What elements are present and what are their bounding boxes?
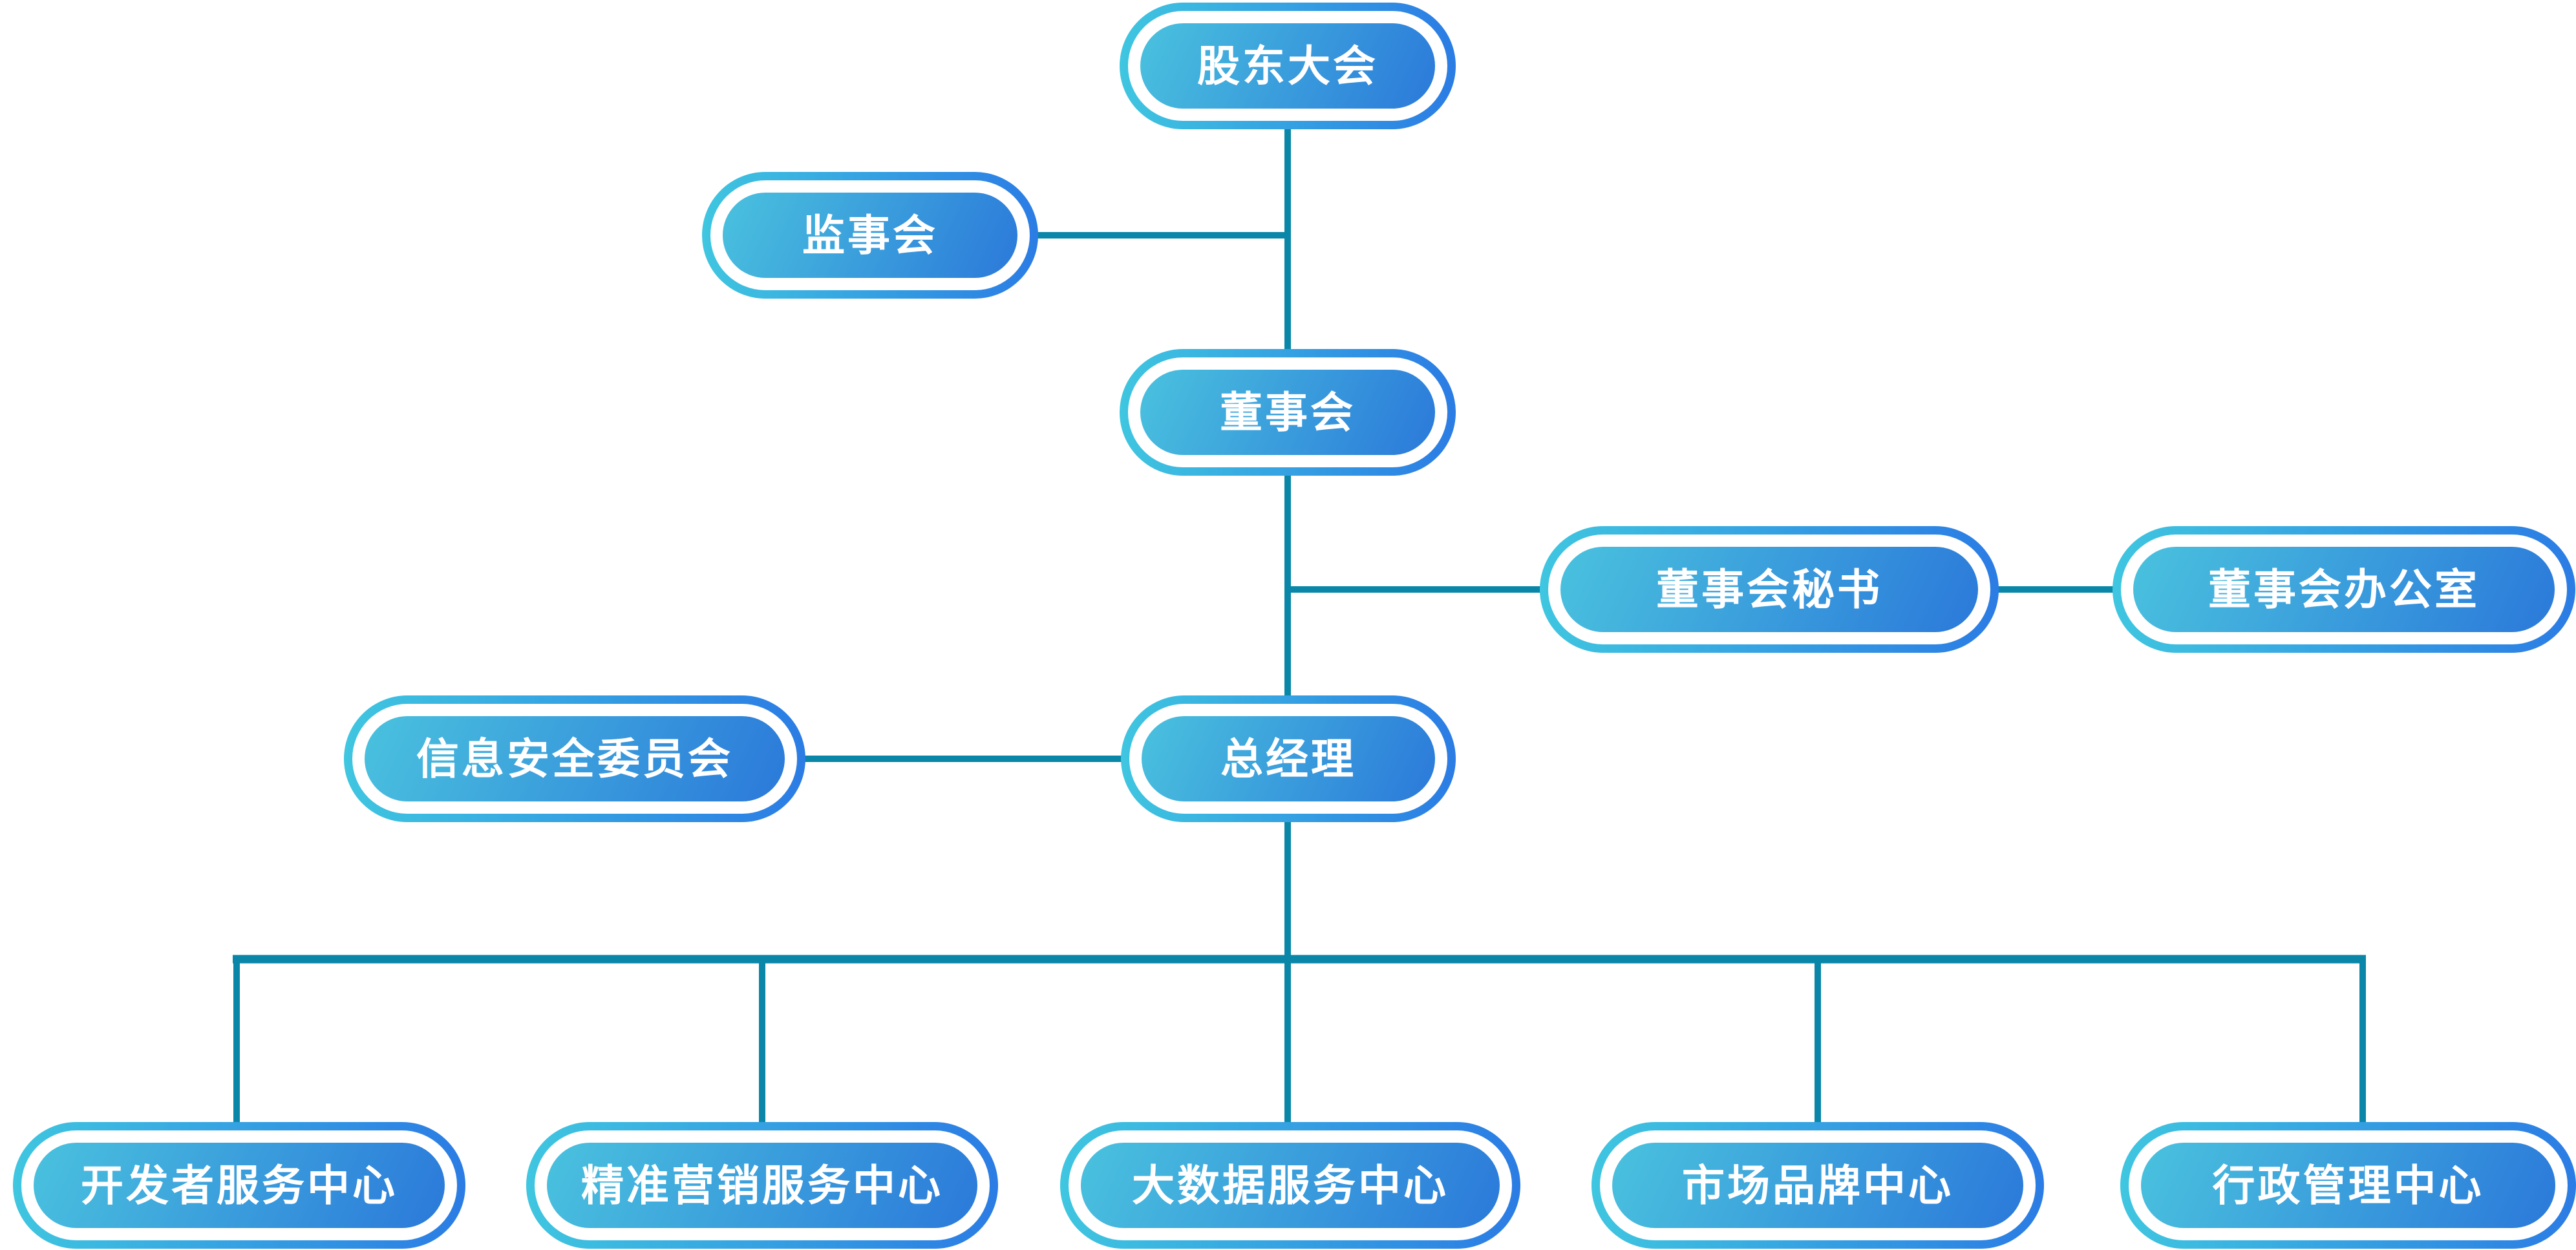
node-ring-gap: 开发者服务中心	[21, 1130, 457, 1240]
org-node-supervisory-board: 监事会	[702, 172, 1038, 299]
node-ring-gap: 董事会办公室	[2121, 535, 2567, 644]
org-node-big-data-service-center: 大数据服务中心	[1060, 1122, 1520, 1249]
node-label: 市场品牌中心	[1682, 1161, 1953, 1209]
org-node-board-of-directors: 董事会	[1120, 349, 1456, 476]
org-node-precision-marketing-center: 精准营销服务中心	[526, 1122, 998, 1249]
node-pill: 精准营销服务中心	[547, 1143, 977, 1228]
node-pill: 董事会	[1140, 370, 1435, 455]
org-node-board-office: 董事会办公室	[2113, 526, 2575, 653]
org-node-market-brand-center: 市场品牌中心	[1591, 1122, 2044, 1249]
org-node-general-manager: 总经理	[1121, 695, 1456, 822]
node-ring-gap: 精准营销服务中心	[535, 1130, 990, 1240]
node-pill: 董事会办公室	[2133, 547, 2555, 632]
node-pill: 董事会秘书	[1560, 547, 1978, 632]
node-ring-gap: 股东大会	[1128, 11, 1447, 121]
org-node-shareholders-meeting: 股东大会	[1120, 3, 1456, 129]
node-label: 开发者服务中心	[81, 1161, 398, 1209]
node-ring-gap: 市场品牌中心	[1600, 1130, 2036, 1240]
node-pill: 监事会	[723, 193, 1017, 278]
org-node-admin-management-center: 行政管理中心	[2120, 1122, 2576, 1249]
node-pill: 开发者服务中心	[34, 1143, 445, 1228]
node-label: 行政管理中心	[2212, 1161, 2484, 1209]
node-pill: 市场品牌中心	[1612, 1143, 2023, 1228]
node-label: 董事会办公室	[2208, 566, 2480, 613]
node-pill: 信息安全委员会	[365, 716, 785, 801]
node-ring-gap: 董事会秘书	[1548, 535, 1990, 644]
node-label: 信息安全委员会	[416, 735, 733, 783]
org-node-developer-service-center: 开发者服务中心	[13, 1122, 465, 1249]
node-label: 董事会秘书	[1656, 566, 1882, 613]
node-label: 总经理	[1220, 735, 1356, 783]
node-ring-gap: 大数据服务中心	[1069, 1130, 1512, 1240]
node-pill: 股东大会	[1140, 23, 1435, 109]
node-ring-gap: 监事会	[710, 180, 1030, 290]
node-label: 董事会	[1220, 388, 1356, 436]
node-pill: 大数据服务中心	[1081, 1143, 1500, 1228]
node-ring-gap: 行政管理中心	[2129, 1130, 2568, 1240]
node-label: 股东大会	[1197, 42, 1378, 90]
node-pill: 总经理	[1142, 716, 1435, 801]
node-label: 精准营销服务中心	[581, 1161, 943, 1209]
node-pill: 行政管理中心	[2141, 1143, 2555, 1228]
org-node-info-security-committee: 信息安全委员会	[344, 695, 805, 822]
node-label: 大数据服务中心	[1132, 1161, 1449, 1209]
node-label: 监事会	[802, 211, 938, 259]
node-ring-gap: 董事会	[1128, 357, 1447, 467]
node-ring-gap: 信息安全委员会	[352, 704, 797, 814]
node-ring-gap: 总经理	[1129, 704, 1447, 814]
org-node-board-secretary: 董事会秘书	[1540, 526, 1999, 653]
